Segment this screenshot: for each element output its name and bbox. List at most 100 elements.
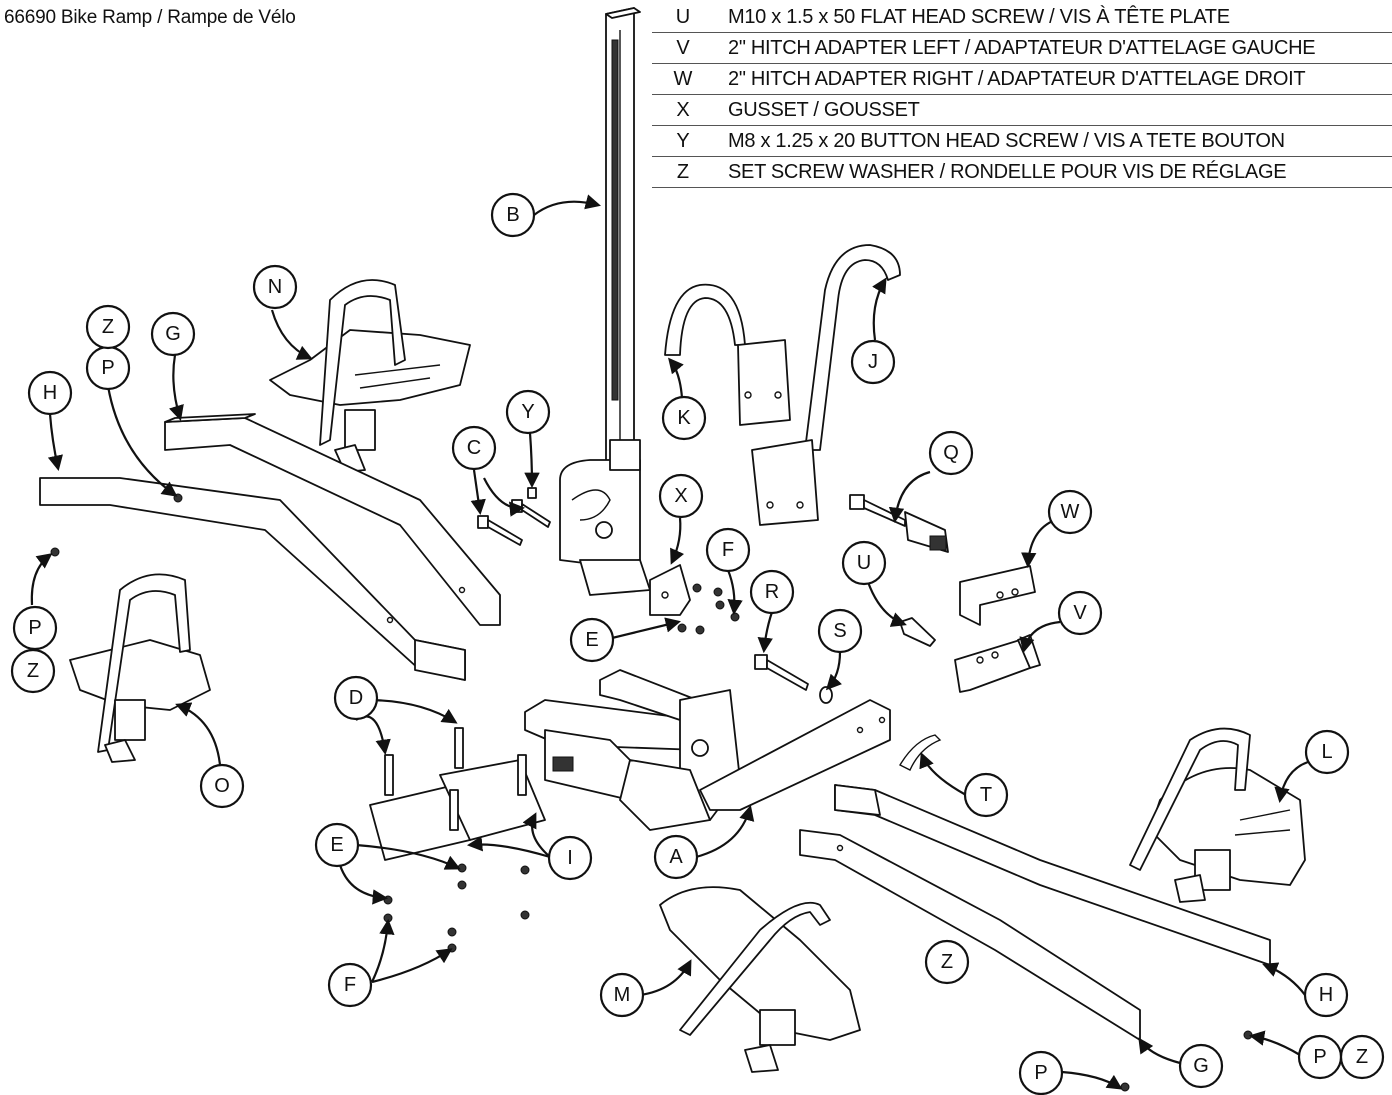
callout-h-right: H bbox=[1303, 972, 1349, 1018]
washer-part-p-left bbox=[50, 547, 60, 557]
part-key: U bbox=[675, 6, 691, 28]
callout-k: K bbox=[661, 395, 707, 441]
callout-t: T bbox=[963, 772, 1009, 818]
svg-text:F: F bbox=[722, 539, 734, 561]
svg-text:E: E bbox=[330, 834, 343, 856]
callout-h-left: H bbox=[27, 370, 73, 416]
callout-w: W bbox=[1047, 489, 1093, 535]
svg-text:D: D bbox=[349, 687, 363, 709]
bolt-part-r bbox=[754, 654, 809, 691]
part-description: SET SCREW WASHER / RONDELLE POUR VIS DE … bbox=[728, 161, 1287, 183]
part-description: 2" HITCH ADAPTER RIGHT / ADAPTATEUR D'AT… bbox=[728, 68, 1306, 90]
svg-text:O: O bbox=[214, 775, 230, 797]
wheel-holder-part-o bbox=[69, 573, 211, 763]
svg-text:U: U bbox=[857, 552, 871, 574]
callout-f-upper: F bbox=[705, 527, 751, 573]
callout-b: B bbox=[490, 192, 536, 238]
callout-f-lower: F bbox=[327, 962, 373, 1008]
part-key: Y bbox=[676, 130, 690, 152]
svg-text:P: P bbox=[1034, 1062, 1047, 1084]
callout-p-right: P bbox=[1297, 1034, 1343, 1080]
svg-text:K: K bbox=[677, 407, 691, 429]
callout-g-right: G bbox=[1178, 1043, 1224, 1089]
svg-text:R: R bbox=[765, 581, 779, 603]
svg-text:B: B bbox=[506, 204, 519, 226]
callout-z-middle: Z bbox=[924, 939, 970, 985]
parts-list-row: V 2" HITCH ADAPTER LEFT / ADAPTATEUR D'A… bbox=[652, 33, 1392, 64]
callout-i: I bbox=[547, 835, 593, 881]
part-description: 2" HITCH ADAPTER LEFT / ADAPTATEUR D'ATT… bbox=[728, 37, 1316, 59]
callout-a: A bbox=[653, 834, 699, 880]
callout-q: Q bbox=[928, 430, 974, 476]
part-key: X bbox=[676, 99, 690, 121]
part-key: Z bbox=[676, 161, 690, 183]
svg-text:M: M bbox=[614, 984, 631, 1006]
callout-p-bottom: P bbox=[1018, 1050, 1064, 1095]
svg-text:W: W bbox=[1061, 501, 1080, 523]
svg-text:Z: Z bbox=[941, 951, 953, 973]
callout-z-right: Z bbox=[1339, 1034, 1385, 1080]
callout-s: S bbox=[817, 608, 863, 654]
svg-text:Z: Z bbox=[27, 660, 39, 682]
callout-e-upper: E bbox=[569, 617, 615, 663]
callout-g-left: G bbox=[150, 311, 196, 357]
wheel-holder-part-n bbox=[269, 279, 471, 473]
svg-text:S: S bbox=[833, 620, 846, 642]
svg-text:E: E bbox=[585, 629, 598, 651]
part-key: W bbox=[673, 68, 693, 90]
callout-n: N bbox=[252, 264, 298, 310]
svg-text:Q: Q bbox=[943, 442, 959, 464]
washer-part-p-bottom bbox=[1120, 1082, 1130, 1092]
callout-c: C bbox=[451, 425, 497, 471]
part-key: V bbox=[676, 37, 690, 59]
callout-p-top: P bbox=[85, 345, 131, 391]
parts-list-row: X GUSSET / GOUSSET bbox=[652, 95, 1392, 126]
screw-part-u bbox=[899, 617, 936, 647]
callout-j: J bbox=[850, 339, 896, 385]
svg-text:Y: Y bbox=[521, 401, 534, 423]
washer-part-s bbox=[819, 686, 833, 704]
callout-z-left: Z bbox=[10, 648, 56, 694]
part-description: M10 x 1.5 x 50 FLAT HEAD SCREW / VIS À T… bbox=[728, 6, 1230, 28]
svg-text:T: T bbox=[980, 784, 992, 806]
svg-text:P: P bbox=[101, 357, 114, 379]
svg-text:P: P bbox=[1313, 1046, 1326, 1068]
svg-text:J: J bbox=[868, 351, 878, 373]
svg-text:N: N bbox=[268, 276, 282, 298]
parts-list-row: Z SET SCREW WASHER / RONDELLE POUR VIS D… bbox=[652, 157, 1392, 188]
washer-part-p-top bbox=[173, 493, 183, 503]
svg-text:V: V bbox=[1073, 602, 1087, 624]
screw-part-c bbox=[477, 515, 523, 546]
callout-d: D bbox=[333, 675, 379, 721]
parts-list-row: Y M8 x 1.25 x 20 BUTTON HEAD SCREW / VIS… bbox=[652, 126, 1392, 157]
handle-part-k bbox=[664, 283, 791, 426]
svg-text:P: P bbox=[28, 617, 41, 639]
callout-l: L bbox=[1304, 729, 1350, 775]
wheel-holder-part-l bbox=[1129, 727, 1306, 903]
parts-list-row: U M10 x 1.5 x 50 FLAT HEAD SCREW / VIS À… bbox=[652, 2, 1392, 33]
callout-v: V bbox=[1057, 590, 1103, 636]
nuts-group-lower bbox=[383, 863, 530, 953]
svg-text:G: G bbox=[165, 323, 181, 345]
svg-text:L: L bbox=[1321, 741, 1332, 763]
svg-text:I: I bbox=[567, 847, 573, 869]
handle-part-j bbox=[751, 244, 901, 526]
parts-list-row: W 2" HITCH ADAPTER RIGHT / ADAPTATEUR D'… bbox=[652, 64, 1392, 95]
callout-r: R bbox=[749, 569, 795, 615]
svg-text:A: A bbox=[669, 846, 683, 868]
parts-list-table: U M10 x 1.5 x 50 FLAT HEAD SCREW / VIS À… bbox=[652, 2, 1392, 188]
callout-u: U bbox=[841, 540, 887, 586]
washer-part-p-right bbox=[1243, 1030, 1253, 1040]
svg-text:H: H bbox=[1319, 984, 1333, 1006]
svg-text:Z: Z bbox=[1356, 1046, 1368, 1068]
callout-z-top: Z bbox=[85, 304, 131, 350]
hitch-adapter-part-w bbox=[959, 565, 1036, 626]
svg-text:C: C bbox=[467, 437, 481, 459]
gusset-part-x bbox=[649, 564, 691, 616]
part-description: M8 x 1.25 x 20 BUTTON HEAD SCREW / VIS A… bbox=[728, 130, 1285, 152]
wheel-holder-part-m bbox=[659, 886, 861, 1073]
part-description: GUSSET / GOUSSET bbox=[728, 99, 920, 121]
hitch-base-part-a bbox=[524, 669, 891, 831]
